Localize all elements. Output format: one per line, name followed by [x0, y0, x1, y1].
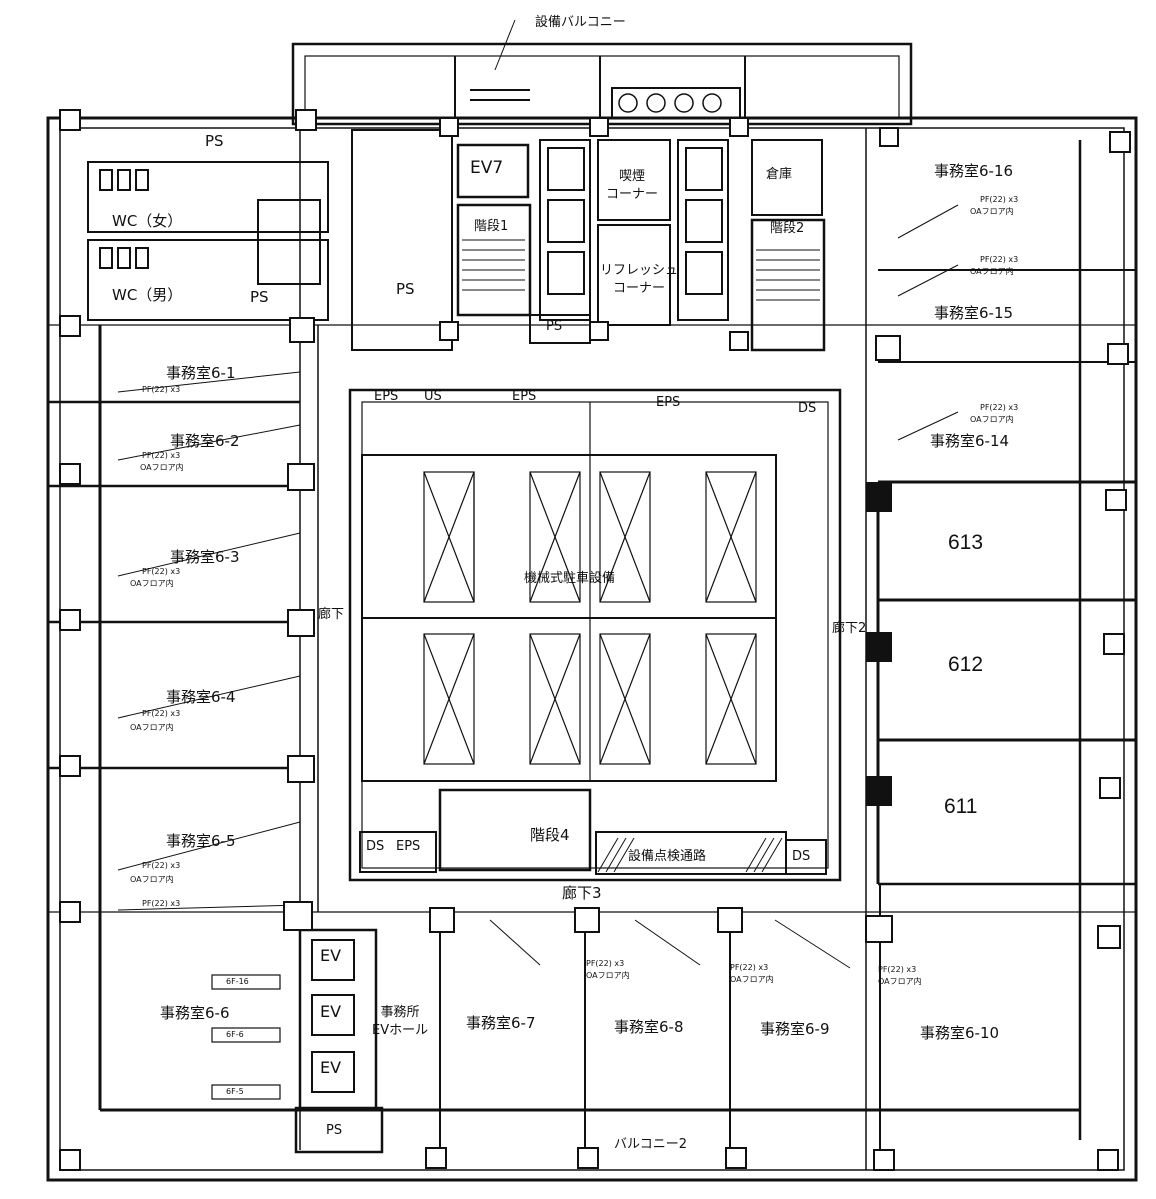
- office-6-16-label: 事務室6-16: [934, 162, 1014, 180]
- eps-mid-label: EPS: [512, 389, 537, 404]
- storage-label: 倉庫: [766, 167, 793, 182]
- pf-note: PF(22) x3: [878, 965, 917, 974]
- ps-stair-label: PS: [546, 319, 563, 334]
- balcony-bottom-label: バルコニー2: [614, 1137, 688, 1152]
- ps-bottom-box: [294, 1106, 384, 1154]
- ev7-label: EV7: [470, 158, 504, 178]
- corridor3-label: 廊下3: [562, 884, 602, 902]
- pf-note: PF(22) x3: [142, 861, 181, 870]
- smoking-corner-label: 喫煙 コーナー: [606, 169, 659, 203]
- oa-note: OAフロア内: [130, 579, 174, 588]
- office-6-2-label: 事務室6-2: [170, 432, 240, 450]
- inspection-label: 設備点検通路: [628, 849, 707, 864]
- ps-core-label: PS: [396, 280, 415, 298]
- stair4-label: 階段4: [530, 826, 570, 844]
- pf-note: PF(22) x3: [586, 959, 625, 968]
- machine-parking-label: 機械式駐車設備: [524, 571, 616, 586]
- room-613-label: 613: [948, 531, 984, 554]
- ps-wc-label: PS: [250, 288, 269, 306]
- oa-note: OAフロア内: [970, 207, 1014, 216]
- office-6-9-label: 事務室6-9: [760, 1020, 830, 1038]
- pf-note: PF(22) x3: [142, 567, 181, 576]
- pf-note: PF(22) x3: [142, 709, 181, 718]
- sign-6f-5: 6F-5: [226, 1087, 244, 1096]
- ev-hall-label: 事務所 EVホール: [372, 1005, 429, 1039]
- oa-note: OAフロア内: [586, 971, 630, 980]
- oa-note: OAフロア内: [970, 415, 1014, 424]
- oa-note: OAフロア内: [878, 977, 922, 986]
- oa-note: OAフロア内: [130, 875, 174, 884]
- ds-top-label: DS: [798, 401, 817, 416]
- ps-top-label: PS: [205, 132, 224, 150]
- office-6-14-label: 事務室6-14: [930, 432, 1010, 450]
- pf-note: PF(22) x3: [730, 963, 769, 972]
- us-label: US: [424, 389, 442, 404]
- oa-note: OAフロア内: [970, 267, 1014, 276]
- wc-women: [87, 161, 329, 233]
- oa-note: OAフロア内: [130, 723, 174, 732]
- eps-left-label: EPS: [374, 389, 399, 404]
- corridor2-label: 廊下2: [832, 621, 867, 636]
- stair1-label: 階段1: [474, 219, 509, 234]
- ev-a-label: EV: [320, 946, 342, 965]
- oa-note: OAフロア内: [140, 463, 184, 472]
- pf-note: PF(22) x3: [142, 899, 181, 908]
- room-612-label: 612: [948, 653, 984, 676]
- office-6-3-label: 事務室6-3: [170, 548, 240, 566]
- ds-bl-label: DS: [366, 839, 385, 854]
- refresh-corner-label: リフレッシュ コーナー: [600, 263, 679, 297]
- office-6-15-label: 事務室6-15: [934, 304, 1014, 322]
- ev7-shaft: [456, 143, 530, 199]
- pf-note: PF(22) x3: [980, 255, 1019, 264]
- pf-note: PF(22) x3: [980, 195, 1019, 204]
- pf-note: PF(22) x3: [142, 385, 181, 394]
- ev-b-label: EV: [320, 1002, 342, 1021]
- office-6-8-label: 事務室6-8: [614, 1018, 684, 1036]
- eps-right-label: EPS: [656, 395, 681, 410]
- oa-note: OAフロア内: [730, 975, 774, 984]
- office-6-5-label: 事務室6-5: [166, 832, 236, 850]
- office-6-10-label: 事務室6-10: [920, 1024, 1000, 1042]
- wc-women-label: WC（女）: [112, 212, 183, 230]
- stair2-label: 階段2: [770, 221, 805, 236]
- sign-6f-16: 6F-16: [226, 977, 249, 986]
- ev-c-label: EV: [320, 1058, 342, 1077]
- wc-men: [87, 239, 329, 321]
- office-6-7-label: 事務室6-7: [466, 1014, 536, 1032]
- office-6-1-label: 事務室6-1: [166, 364, 236, 382]
- sign-6f-6: 6F-6: [226, 1030, 244, 1039]
- eps-bl-label: EPS: [396, 839, 421, 854]
- office-6-6-label: 事務室6-6: [160, 1004, 230, 1022]
- balcony-top-label: 設備バルコニー: [535, 15, 626, 30]
- ps-bottom-label: PS: [326, 1123, 343, 1138]
- pf-note: PF(22) x3: [142, 451, 181, 460]
- wc-men-label: WC（男）: [112, 286, 183, 304]
- room-611-label: 611: [944, 795, 978, 818]
- corridor-left-label: 廊下: [318, 607, 345, 622]
- pf-note: PF(22) x3: [980, 403, 1019, 412]
- parking-block: [348, 388, 842, 882]
- office-6-4-label: 事務室6-4: [166, 688, 236, 706]
- ds-br-label: DS: [792, 849, 811, 864]
